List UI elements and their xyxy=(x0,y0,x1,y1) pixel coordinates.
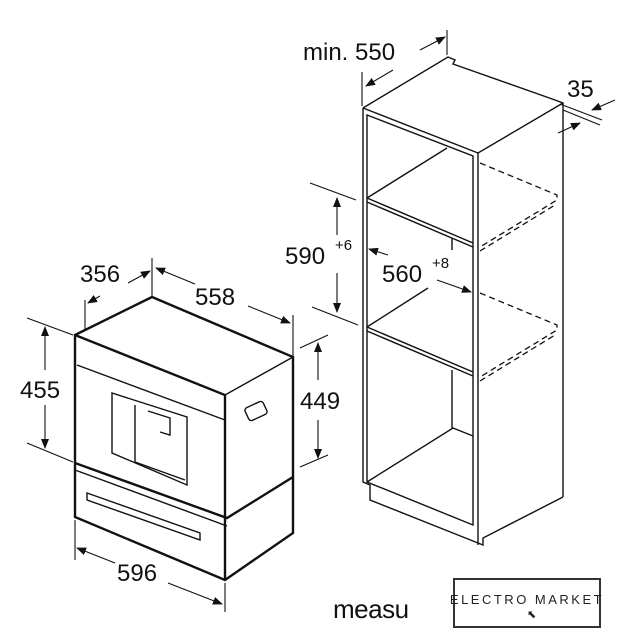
measurements-caption: measu xyxy=(333,594,409,624)
appliance-height-label: 449 xyxy=(300,388,340,415)
logo-name: ELECTRO MARKET xyxy=(449,592,605,607)
appliance-total-height-label: 455 xyxy=(20,377,60,404)
niche-width-tolerance: +8 xyxy=(432,255,449,272)
appliance-dimensions: 356 558 455 449 596 xyxy=(20,258,340,612)
cabinet-offset-label: 35 xyxy=(567,76,594,103)
coffee-machine-drawing xyxy=(73,295,295,582)
appliance-depth-label: 356 xyxy=(80,261,120,288)
appliance-front-width-label: 596 xyxy=(117,560,157,587)
cabinet-dimensions: min. 550 35 590 +6 560 +8 xyxy=(285,30,616,326)
niche-height-label: 590 xyxy=(285,243,325,270)
cabinet-depth-label: min. 550 xyxy=(303,39,395,66)
niche-width-label: 560 xyxy=(382,261,422,288)
tall-cabinet-drawing xyxy=(362,56,564,547)
logo-bracket-frame xyxy=(453,578,601,628)
niche-height-tolerance: +6 xyxy=(335,237,352,254)
electro-market-logo: ELECTRO MARKET ⬉ xyxy=(437,578,617,628)
appliance-width-top-label: 558 xyxy=(195,284,235,311)
cursor-arrow-icon: ⬉ xyxy=(527,609,537,621)
